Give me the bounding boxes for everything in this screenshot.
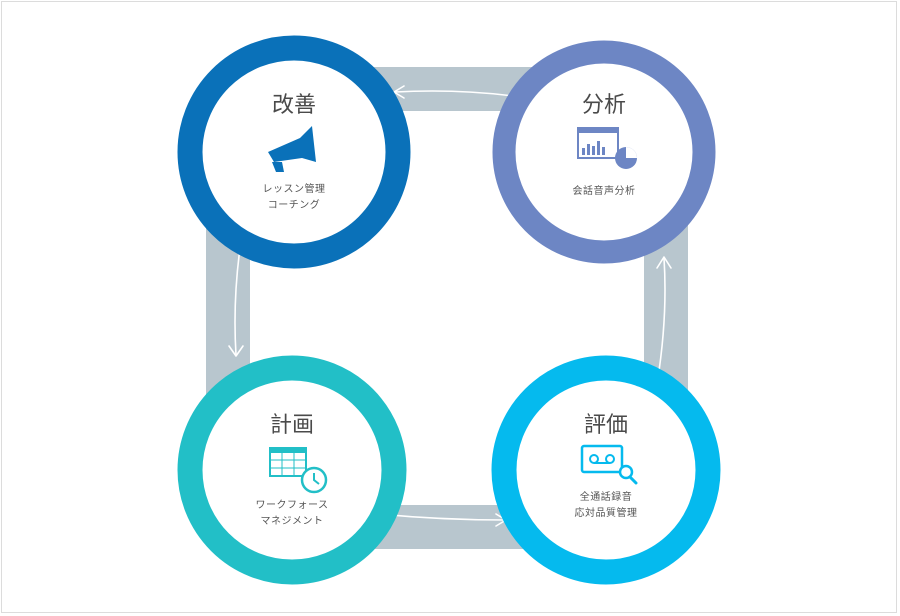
arrow-head-right	[656, 256, 672, 269]
analytics-chart-icon	[577, 127, 637, 169]
node-bunseki: 分析 会話音声分析	[492, 40, 716, 264]
hyouka-line2: 応対品質管理	[575, 506, 638, 519]
kaizen-title: 改善	[272, 93, 316, 118]
arrow-head-top	[393, 85, 405, 99]
bunseki-line1: 会話音声分析	[573, 184, 636, 197]
hyouka-title: 評価	[584, 413, 628, 438]
bunseki-title: 分析	[582, 93, 626, 118]
arrow-head-left	[228, 345, 244, 357]
node-kaizen: 改善 レッスン管理 コーチング	[177, 35, 411, 269]
hyouka-line1: 全通話録音	[580, 490, 633, 503]
node-hyouka: 評価 全通話録音 応対品質管理	[491, 355, 721, 585]
keikaku-ring	[177, 355, 407, 585]
keikaku-line1: ワークフォース	[256, 499, 329, 511]
node-keikaku: 計画 ワークフォース マネジメント	[177, 355, 407, 585]
recorder-search-icon	[580, 444, 638, 485]
calendar-clock-icon	[269, 447, 328, 494]
kaizen-line1: レッスン管理	[263, 182, 326, 195]
kaizen-line2: コーチング	[268, 198, 321, 211]
megaphone-icon	[268, 126, 316, 172]
keikaku-line2: マネジメント	[261, 515, 324, 527]
cycle-track	[206, 67, 688, 549]
hyouka-ring	[491, 355, 721, 585]
keikaku-title: 計画	[270, 413, 314, 438]
